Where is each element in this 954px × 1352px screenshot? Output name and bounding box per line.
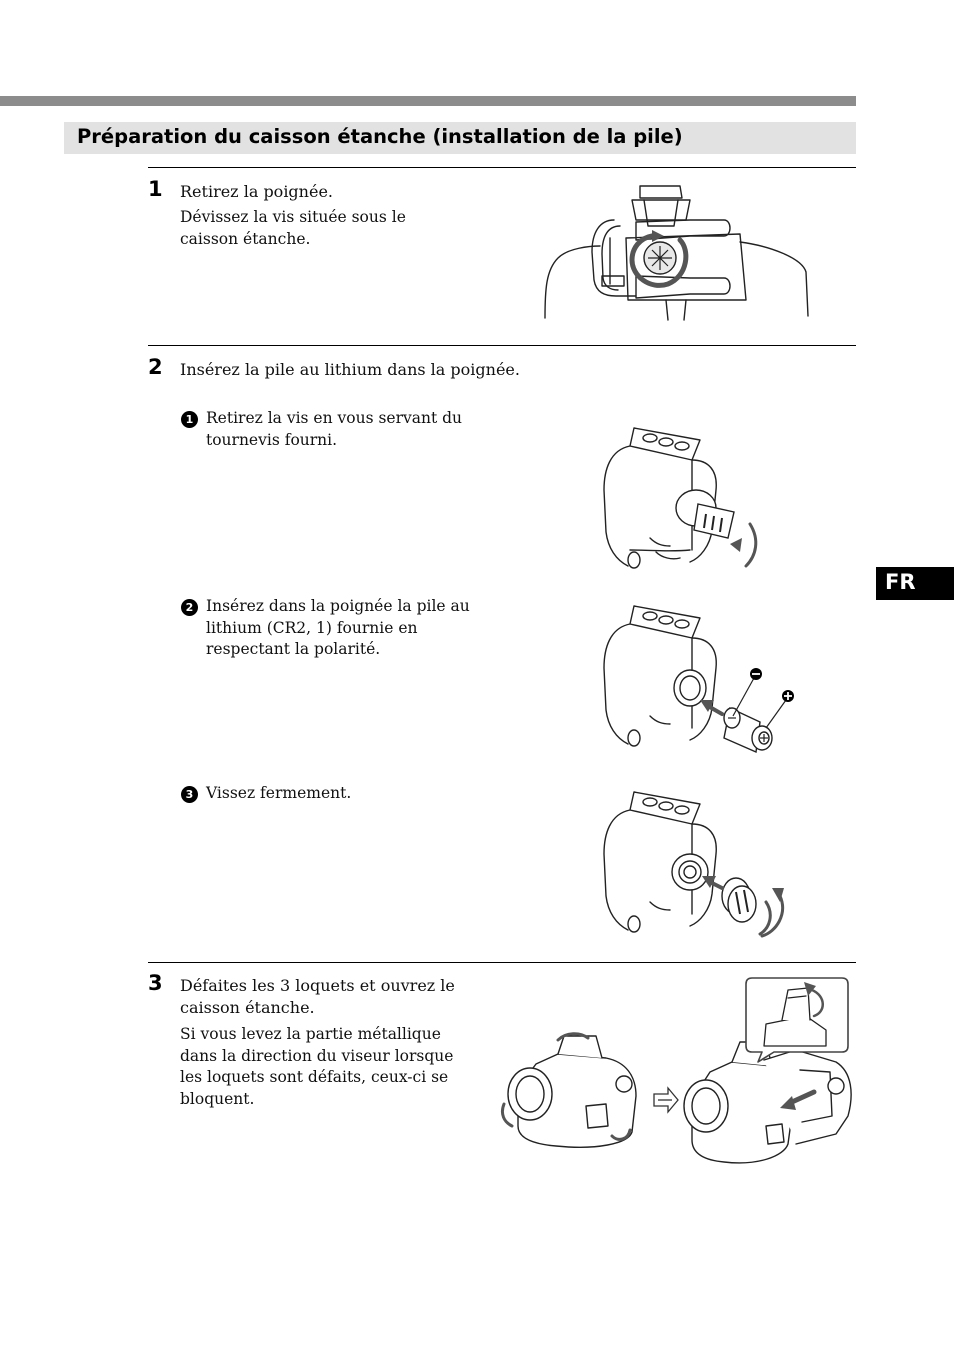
substep-marker: 2	[181, 599, 198, 616]
open-case-illustration	[496, 976, 858, 1172]
handle-removal-illustration	[540, 180, 812, 322]
language-tab: FR	[876, 567, 954, 600]
substep-text: Vissez fermement.	[206, 784, 352, 802]
step-body: Dévissez la vis située sous le caisson é…	[180, 208, 406, 248]
section-title: Préparation du caisson étanche (installa…	[64, 122, 856, 154]
step-divider	[148, 345, 856, 346]
step-number: 1	[148, 177, 163, 201]
step-title: Retirez la poignée.	[180, 182, 333, 201]
step-title: Défaites les 3 loquets et ouvrez le cais…	[180, 976, 455, 1017]
minus-polarity-icon	[750, 668, 762, 680]
header-bar	[0, 96, 856, 106]
double-arrow-icon	[654, 1088, 678, 1112]
substep-marker: 3	[181, 786, 198, 803]
substep-marker: 1	[181, 411, 198, 428]
remove-screw-illustration	[600, 420, 770, 570]
step-divider	[148, 962, 856, 963]
step-number: 2	[148, 355, 163, 379]
substep-text: Retirez la vis en vous servant du tourne…	[206, 409, 463, 449]
plus-polarity-icon	[782, 690, 794, 702]
step-title: Insérez la pile au lithium dans la poign…	[180, 360, 520, 379]
tighten-screw-illustration	[600, 784, 800, 944]
step-number: 3	[148, 971, 163, 995]
insert-battery-illustration	[600, 598, 794, 758]
step-divider	[148, 167, 856, 168]
substep-text: Insérez dans la poignée la pile au lithi…	[206, 597, 470, 658]
step-body: Si vous levez la partie métallique dans …	[180, 1025, 454, 1108]
